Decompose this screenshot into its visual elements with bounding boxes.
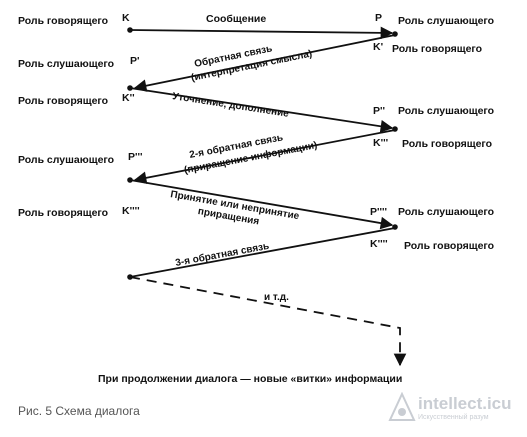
letter-k2b: K''' <box>373 137 388 149</box>
arrow-feedback-1 <box>133 34 396 92</box>
letter-p2: P'' <box>373 105 385 117</box>
watermark-subtitle: Искусственный разум <box>418 414 489 421</box>
edge-label-message: Сообщение <box>206 13 266 25</box>
node-dot-p2b <box>127 177 133 183</box>
node-dot-p1b <box>127 85 133 91</box>
role-label-p1: Роль слушающего <box>398 15 494 27</box>
footer-note: При продолжении диалога — новые «витки» … <box>98 373 402 385</box>
letter-k2: K'' <box>122 92 135 104</box>
role-label-k3b: Роль говорящего <box>404 240 494 252</box>
role-label-p2b: Роль слушающего <box>18 154 114 166</box>
letter-p1: P <box>375 12 382 24</box>
edge-label-clarify: Уточнение, дополнение <box>172 91 290 120</box>
arrow-feedback-3 <box>129 227 396 278</box>
role-label-k3: Роль говорящего <box>18 207 108 219</box>
arrow-feedback-2 <box>133 129 396 185</box>
figure-caption: Рис. 5 Схема диалога <box>18 404 140 418</box>
letter-k3: K'''' <box>122 205 140 217</box>
role-label-p1b: Роль слушающего <box>18 58 114 70</box>
letter-k1: K <box>122 12 130 24</box>
letter-p2b: P''' <box>128 151 143 163</box>
arrow-message <box>129 26 394 40</box>
watermark-logo-icon <box>388 391 416 421</box>
node-dot-p3 <box>392 224 398 230</box>
role-label-k1: Роль говорящего <box>18 15 108 27</box>
role-label-p3: Роль слушающего <box>398 206 494 218</box>
letter-k3b: K'''' <box>370 238 388 250</box>
node-dot-p1 <box>392 31 398 37</box>
letter-p1b: P' <box>130 55 140 67</box>
watermark: intellect.icu Искусственный разум <box>388 391 518 432</box>
edge-label-etc: и т.д. <box>264 292 289 303</box>
arrow-accept <box>129 179 394 230</box>
node-dot-end <box>127 274 133 280</box>
watermark-title: intellect.icu <box>418 394 512 413</box>
role-label-p2: Роль слушающего <box>398 105 494 117</box>
role-label-k1b: Роль говорящего <box>392 43 482 55</box>
role-label-k2: Роль говорящего <box>18 95 108 107</box>
arrow-continuation <box>129 276 407 367</box>
arrow-clarify <box>129 87 394 133</box>
letter-k1b: K' <box>373 41 383 53</box>
role-label-k2b: Роль говорящего <box>402 138 492 150</box>
node-dot-p2 <box>392 126 398 132</box>
letter-p3: P'''' <box>370 206 387 218</box>
node-dot-k1 <box>127 27 133 33</box>
